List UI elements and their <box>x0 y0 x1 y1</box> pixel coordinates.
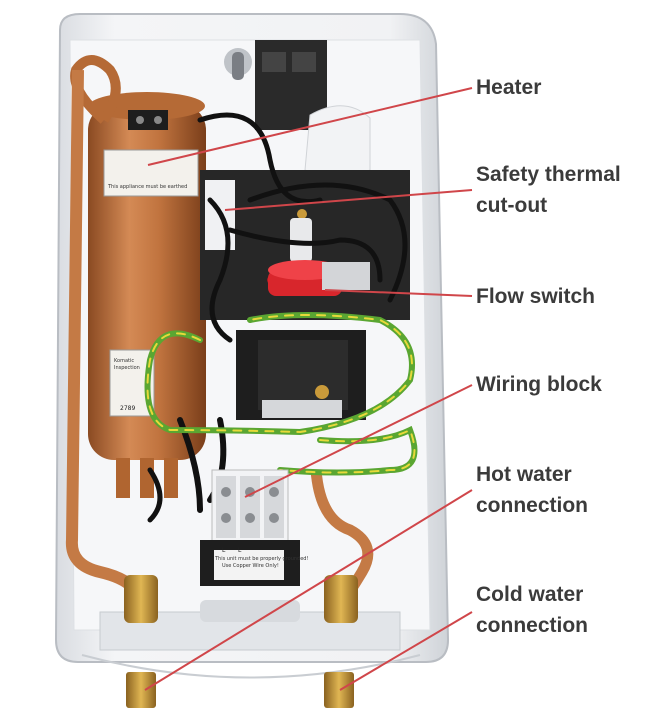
inspection-number: 2789 <box>120 405 135 412</box>
wiring-block-housing <box>236 330 366 420</box>
wires <box>144 112 418 523</box>
warning-text-line2: Use Copper Wire Only! <box>222 563 279 569</box>
leader-line-heater <box>147 87 473 166</box>
label-cold-water-connection: Cold water connection <box>476 579 588 641</box>
terminal-mark-l2: L <box>238 547 242 554</box>
label-wiring-block: Wiring block <box>476 369 602 400</box>
label-safety-thermal-cut-out-line1: Safety thermal <box>476 163 621 186</box>
label-flow-switch: Flow switch <box>476 281 595 312</box>
mounting-bracket <box>224 40 371 178</box>
leader-line-cold-water-connection <box>339 611 473 691</box>
leader-line-wiring-block <box>244 384 473 498</box>
leader-line-safety-thermal-cut-out <box>224 189 473 211</box>
heater-sticker-text: This appliance must be earthed <box>107 184 187 190</box>
inspection-tag-line2: Inspection <box>114 365 140 371</box>
flow-switch-part <box>267 260 370 296</box>
warning-text-line1: This unit must be properly grounded! <box>214 556 308 562</box>
label-cold-water-connection-line1: Cold water <box>476 583 584 606</box>
inspection-tag-line1: Komatic <box>114 358 134 364</box>
leader-lines <box>144 87 473 691</box>
label-safety-thermal-cut-out-line2: cut-out <box>476 194 548 217</box>
label-flow-switch-line1: Flow switch <box>476 285 596 308</box>
terminal-mark-l1: L <box>222 547 226 554</box>
leader-line-hot-water-connection <box>144 489 473 691</box>
label-hot-water-connection-line2: connection <box>476 494 589 517</box>
label-hot-water-connection: Hot water connection <box>476 459 588 521</box>
label-hot-water-connection-line1: Hot water <box>476 463 572 486</box>
label-heater: Heater <box>476 72 541 103</box>
brass-fittings <box>124 575 358 708</box>
label-cold-water-connection-line2: connection <box>476 614 589 637</box>
leader-line-flow-switch <box>324 289 473 297</box>
label-wiring-block-line1: Wiring block <box>476 373 602 396</box>
label-safety-thermal-cut-out: Safety thermal cut-out <box>476 159 621 221</box>
label-heater-line1: Heater <box>476 76 542 99</box>
